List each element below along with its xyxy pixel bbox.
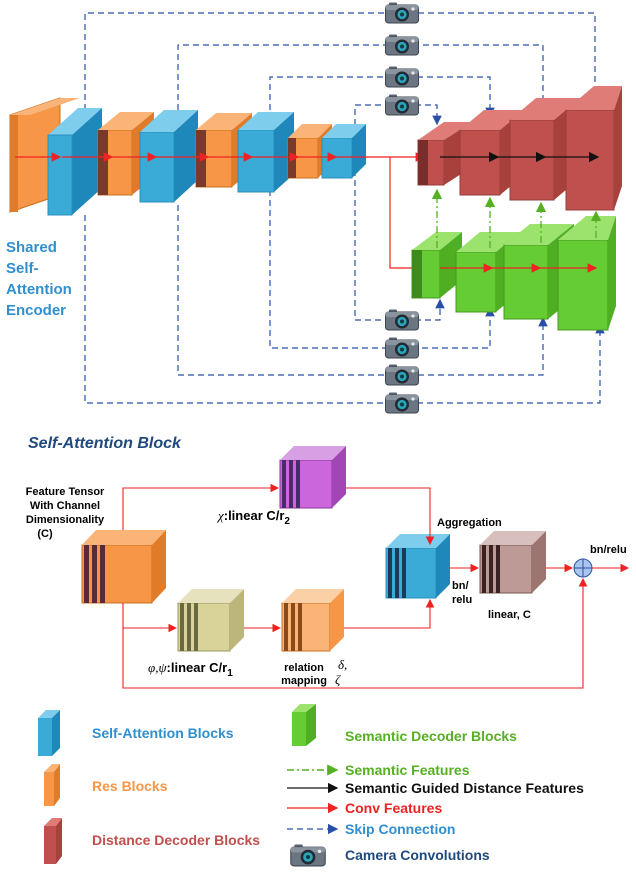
camera-icon — [385, 66, 419, 88]
camera-icon — [385, 364, 419, 386]
block-arrows — [122, 483, 630, 689]
encoder-label: Shared Self- Attention Encoder — [6, 239, 72, 319]
chi-label: χ:linear C/r2 — [216, 508, 290, 527]
aggregation-tensor — [385, 534, 450, 599]
linear-c-label: linear, C — [488, 609, 531, 621]
svg-text:ζ: ζ — [335, 672, 341, 687]
svg-text:mapping: mapping — [281, 675, 327, 687]
semantic-decoder-block-4 — [557, 216, 616, 331]
phi-psi-label: φ,ψ:linear C/r1 — [148, 660, 233, 679]
svg-text:Feature Tensor: Feature Tensor — [26, 486, 105, 498]
legend-distance-swatch — [44, 818, 62, 864]
camera-icon — [385, 94, 419, 116]
legend-semantic-features: Semantic Features — [345, 762, 470, 778]
encoder-label-line: Shared — [6, 239, 57, 256]
relation-symbols: δ, ζ — [335, 657, 347, 687]
bn-relu-out-label: bn/relu — [590, 544, 627, 556]
camera-icon — [385, 34, 419, 56]
legend-semantic-swatch — [292, 704, 316, 746]
camera-icon — [385, 309, 419, 331]
svg-text:bn/: bn/ — [452, 580, 469, 592]
encoder-label-line: Self- — [6, 260, 39, 277]
self-attention-block-4 — [321, 124, 366, 179]
legend-res-swatch — [44, 764, 60, 806]
camera-icon — [385, 2, 419, 24]
svg-text:δ,: δ, — [338, 657, 347, 672]
svg-text:relation: relation — [284, 662, 324, 674]
relation-label: relation mapping — [281, 662, 327, 687]
legend-semantic-guided: Semantic Guided Distance Features — [345, 780, 584, 796]
legend-distance-decoder: Distance Decoder Blocks — [92, 832, 260, 848]
self-attention-block-2 — [139, 110, 198, 203]
camera-icon — [385, 392, 419, 414]
distance-decoder-blocks — [417, 86, 622, 211]
svg-text:With Channel: With Channel — [30, 500, 100, 512]
phi-psi-tensor — [177, 589, 244, 652]
legend: Self-Attention Blocks Res Blocks Distanc… — [38, 704, 584, 867]
semantic-decoder-blocks — [411, 216, 616, 331]
conv-feature-arrows — [15, 152, 426, 273]
linear-c-tensor — [479, 531, 546, 594]
legend-conv-features: Conv Features — [345, 800, 442, 816]
distance-decoder-block-4 — [565, 86, 622, 211]
legend-res: Res Blocks — [92, 778, 168, 794]
legend-semantic-decoder: Semantic Decoder Blocks — [345, 728, 517, 744]
semantic-feature-arrows — [431, 188, 602, 248]
camera-icon — [290, 844, 326, 867]
input-tensor — [81, 530, 166, 604]
legend-camera-conv: Camera Convolutions — [345, 847, 490, 863]
svg-text:(C): (C) — [37, 528, 53, 540]
aggregation-label: Aggregation — [437, 517, 502, 529]
relation-mapping-tensor — [281, 589, 344, 652]
self-attention-block-3 — [237, 112, 294, 193]
bn-relu-mid-label: bn/ relu — [452, 580, 472, 606]
legend-skip-connection: Skip Connection — [345, 821, 455, 837]
encoder-label-line: Attention — [6, 281, 72, 298]
legend-self-attention-swatch — [38, 710, 60, 756]
sum-node — [573, 558, 593, 578]
camera-icon — [385, 337, 419, 359]
svg-text:relu: relu — [452, 594, 472, 606]
feature-tensor-label: Feature Tensor With Channel Dimensionali… — [26, 486, 105, 540]
encoder-blocks — [9, 97, 366, 216]
chi-tensor — [279, 446, 346, 509]
block-title: Self-Attention Block — [28, 435, 182, 452]
svg-text:Dimensionality: Dimensionality — [26, 514, 105, 526]
legend-self-attention: Self-Attention Blocks — [92, 725, 234, 741]
skip-connections — [84, 12, 605, 404]
encoder-label-line: Encoder — [6, 302, 66, 319]
